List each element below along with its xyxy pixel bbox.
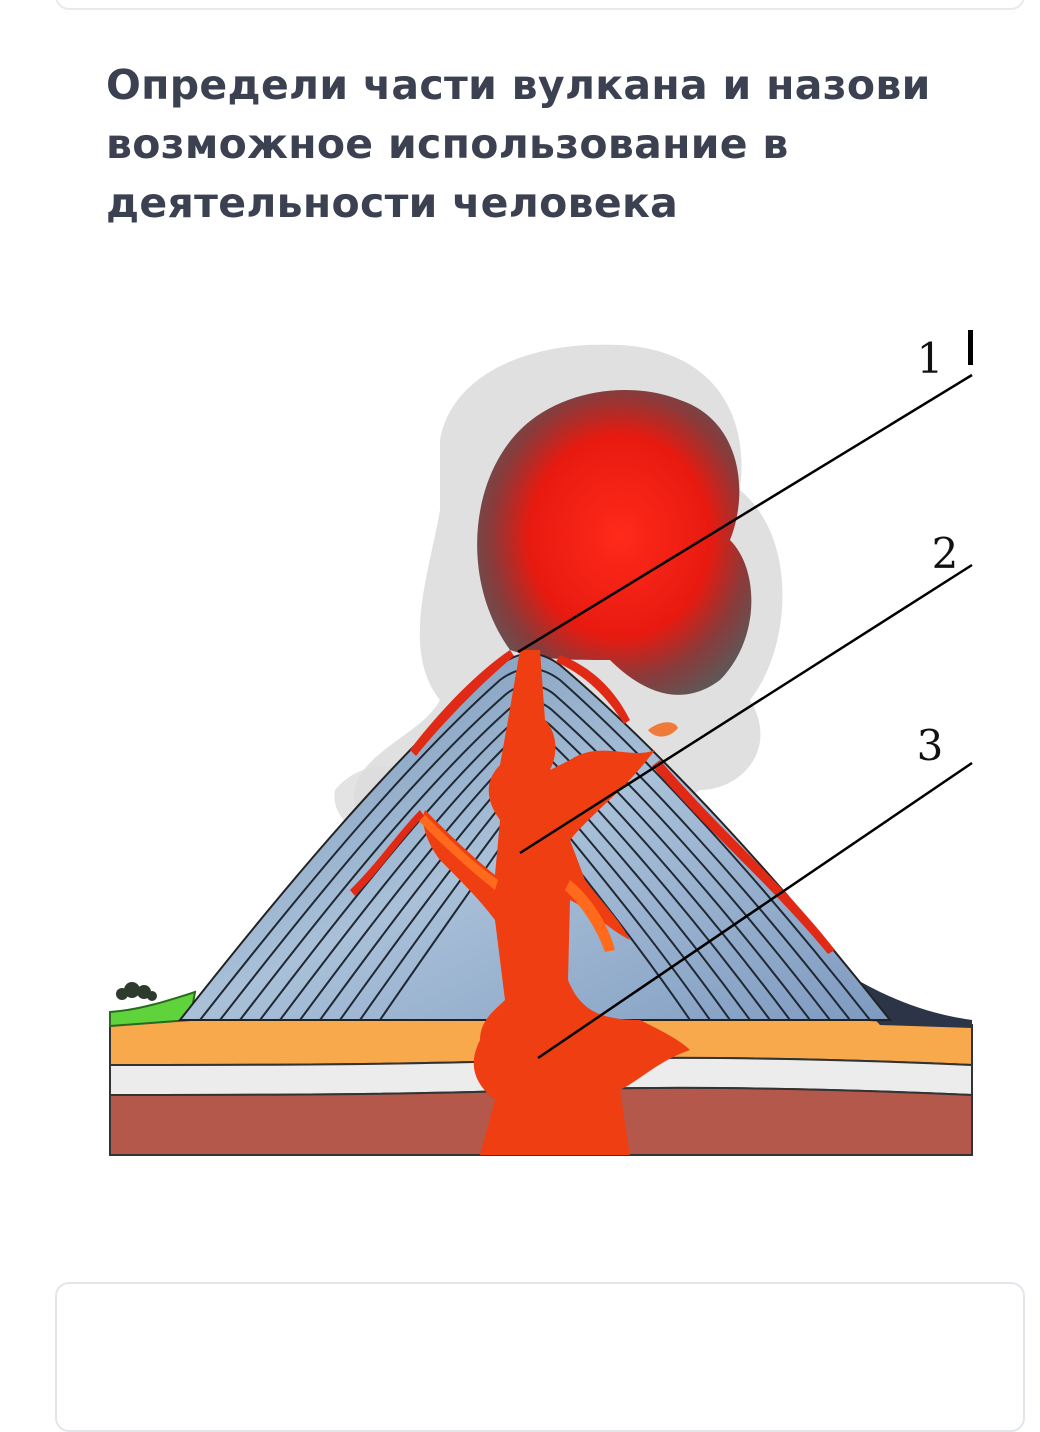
- label-2: 2: [932, 529, 959, 578]
- answer-card[interactable]: [55, 1282, 1025, 1432]
- label-3: 3: [917, 721, 944, 770]
- question-title: Определи части вулкана и назови возможно…: [106, 61, 931, 227]
- leader-lines: [517, 373, 973, 1060]
- volcano-diagram: 1 2 3: [100, 320, 980, 1180]
- magma-conduit: [423, 650, 690, 1155]
- eruption-plume: [477, 390, 752, 695]
- trees: [116, 982, 157, 1001]
- label-1: 1: [917, 334, 944, 383]
- previous-card: [55, 0, 1025, 10]
